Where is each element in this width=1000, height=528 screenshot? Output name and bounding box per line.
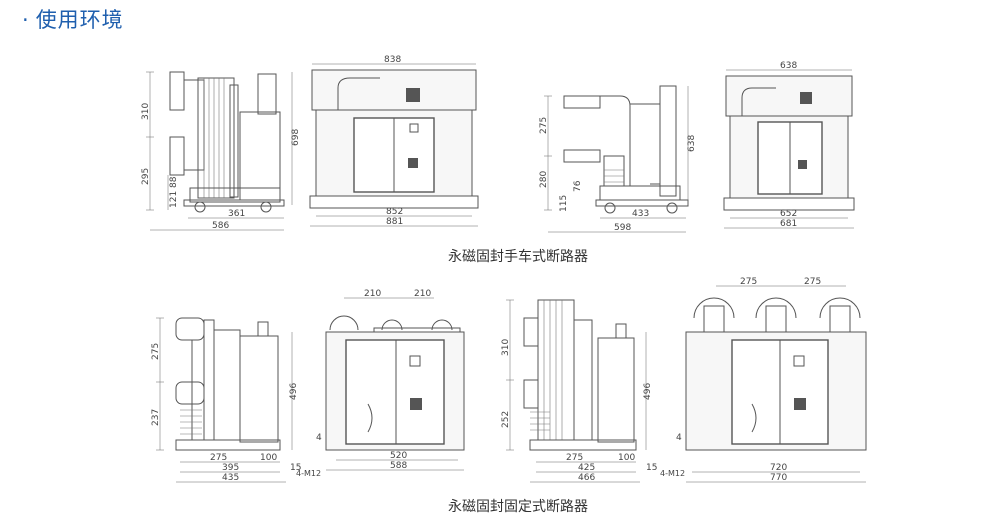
dim-a1-w1: 361 <box>228 209 245 219</box>
dim-b2-thickness: 4 <box>316 433 322 443</box>
dim-a2-w1: 852 <box>386 207 403 217</box>
dim-b4-w1: 720 <box>770 463 787 473</box>
dim-a3-v3: 76 <box>573 180 583 192</box>
dim-b2-p1: 210 <box>364 289 381 299</box>
dim-a1-v2: 295 <box>141 168 151 185</box>
dim-a3-v2: 280 <box>539 171 549 188</box>
fixed-front-view-right: 275 275 720 770 4 4-M12 <box>660 277 867 483</box>
caption-handcart-breaker: 永磁固封手车式断路器 <box>448 249 588 265</box>
dim-b3-w4: 466 <box>578 473 595 483</box>
dim-b3-v2: 252 <box>501 411 511 428</box>
dim-a4-w2: 681 <box>780 219 797 229</box>
dim-b3-w3: 425 <box>578 463 595 473</box>
fixed-side-view-left: 275 237 496 275 100 395 15 435 <box>151 317 301 483</box>
dim-b2-w2: 588 <box>390 461 407 471</box>
dim-a1-v1: 310 <box>141 103 151 120</box>
dim-b3-thickness: 15 <box>646 463 657 473</box>
caption-fixed-breaker: 永磁固封固定式断路器 <box>448 499 588 515</box>
dim-b4-p2: 275 <box>804 277 821 287</box>
dim-b1-w4: 435 <box>222 473 239 483</box>
dim-b1-height: 496 <box>289 383 299 400</box>
dim-b1-v1: 275 <box>151 343 161 360</box>
dim-b1-w1: 275 <box>210 453 227 463</box>
dim-b2-w1: 520 <box>390 451 407 461</box>
dim-a4-top: 638 <box>780 61 797 71</box>
section-heading: ·使用环境 <box>22 4 124 34</box>
dim-b2-p2: 210 <box>414 289 431 299</box>
dim-a3-v4: 115 <box>559 195 569 212</box>
dim-b4-w2: 770 <box>770 473 787 483</box>
dim-b3-v1: 310 <box>501 339 511 356</box>
dim-a1-height: 698 <box>291 129 301 146</box>
dim-b3-height: 496 <box>643 383 653 400</box>
dim-a1-v3: 88 <box>169 176 179 188</box>
dim-a3-w1: 433 <box>632 209 649 219</box>
dim-b1-w2: 100 <box>260 453 277 463</box>
dim-a1-v4: 121 <box>169 191 179 208</box>
heading-bullet: · <box>22 8 30 32</box>
dim-b3-w2: 100 <box>618 453 635 463</box>
heading-title: 使用环境 <box>35 8 124 32</box>
dim-a3-v1: 275 <box>539 117 549 134</box>
handcart-front-view-large: 838 852 881 <box>309 55 479 227</box>
dim-b2-mount: 4-M12 <box>296 469 321 478</box>
handcart-front-view-small: 638 652 681 <box>723 61 855 229</box>
dim-a1-w2: 586 <box>212 221 229 231</box>
dim-b1-thickness: 15 <box>290 463 301 473</box>
dim-b1-w3: 395 <box>222 463 239 473</box>
fixed-front-view-left: 210 210 520 588 4 4-M12 <box>296 289 465 478</box>
dim-b3-w1: 275 <box>566 453 583 463</box>
dim-a2-top: 838 <box>384 55 401 65</box>
fixed-side-view-right: 310 252 496 275 100 425 15 466 <box>501 299 657 483</box>
dim-a3-height: 638 <box>687 135 697 152</box>
handcart-side-view-small: 275 280 76 115 638 433 598 <box>539 85 697 233</box>
dim-b4-p1: 275 <box>740 277 757 287</box>
dim-b1-v2: 237 <box>151 409 161 426</box>
handcart-side-view-large: 310 295 88 121 698 361 586 <box>141 71 301 231</box>
dim-b4-mount: 4-M12 <box>660 469 685 478</box>
dim-b4-thickness: 4 <box>676 433 682 443</box>
dim-a2-w2: 881 <box>386 217 403 227</box>
dim-a3-w2: 598 <box>614 223 631 233</box>
dim-a4-w1: 652 <box>780 209 797 219</box>
